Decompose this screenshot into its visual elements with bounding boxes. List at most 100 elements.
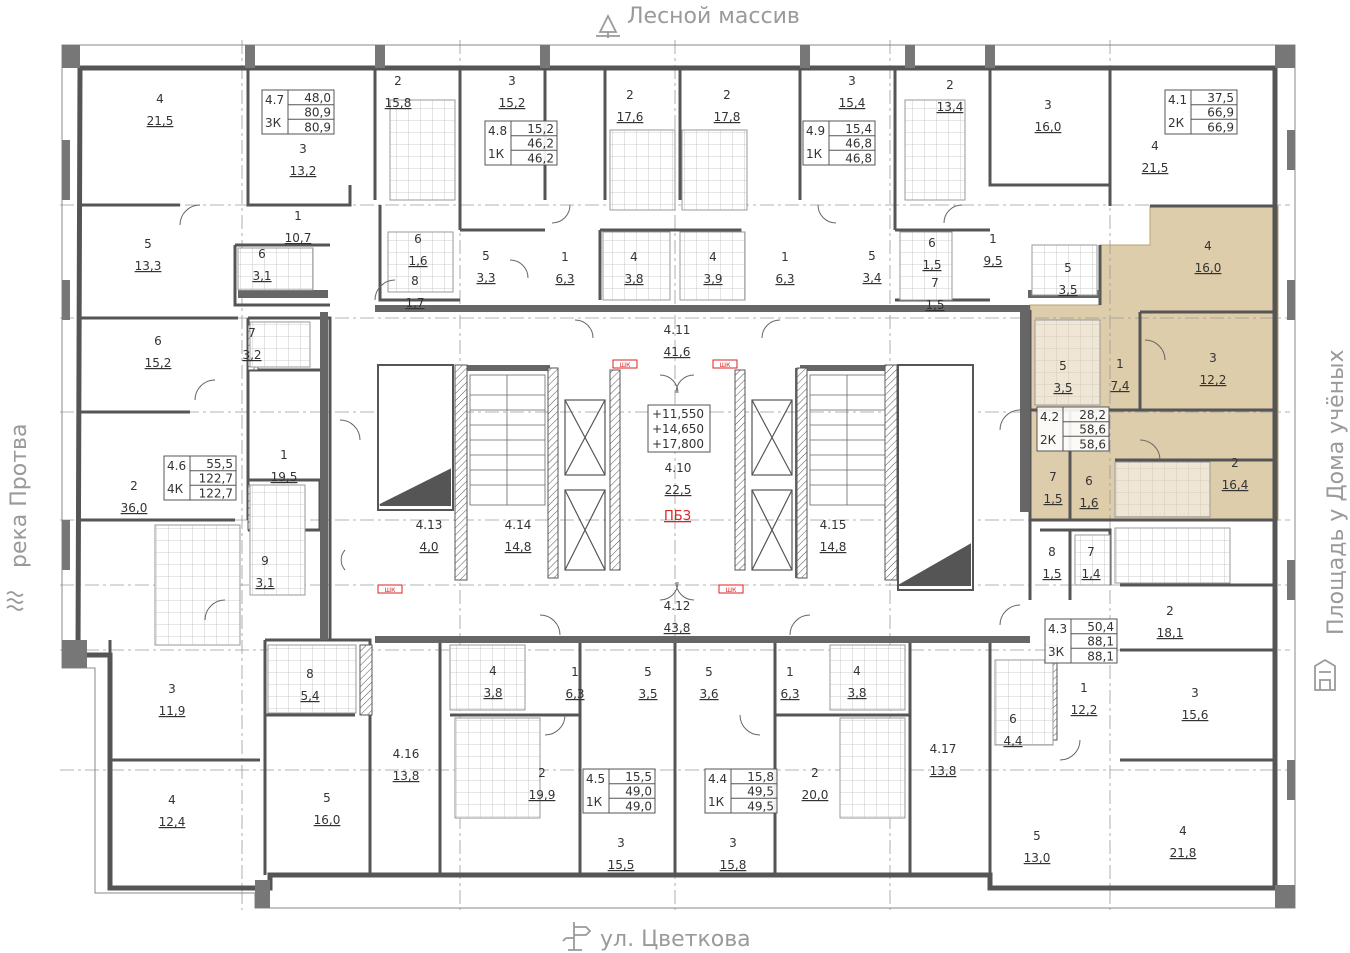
room-label: 64,4: [1003, 712, 1022, 748]
room-number: 7: [248, 326, 256, 340]
room-area: 4,0: [419, 540, 438, 554]
room-label: 61,6: [408, 232, 427, 268]
room-area: 1,5: [922, 258, 941, 272]
outer-walls: [75, 65, 1278, 891]
room-label: 43,8: [624, 250, 643, 286]
room-label: 93,1: [255, 554, 274, 590]
room-label: 53,3: [476, 249, 495, 285]
doors: [179, 204, 1166, 761]
apartment-area: 49,5: [747, 799, 774, 813]
room-number: 7: [1049, 470, 1057, 484]
apartment-area: 66,9: [1207, 106, 1234, 120]
room-label: 53,6: [699, 665, 718, 701]
fire-cabinet-label: ШК: [620, 362, 631, 369]
room-area: 15,8: [385, 96, 412, 110]
apartment-number: 4.5: [586, 772, 605, 786]
room-area: 15,2: [145, 356, 172, 370]
room-area: 3,3: [476, 271, 495, 285]
apartment-type: 1К: [488, 147, 505, 161]
apartment-area: 80,9: [304, 106, 331, 120]
room-area: 20,0: [802, 788, 829, 802]
room-label: 61,6: [1079, 474, 1098, 510]
room-area: 16,0: [314, 813, 341, 827]
room-label: 63,1: [252, 247, 271, 283]
room-label: 316,0: [1035, 98, 1062, 134]
apartment-number: 4.8: [488, 124, 507, 138]
room-number: 3: [168, 682, 176, 696]
room-area: 36,0: [121, 501, 148, 515]
room-area: 19,5: [271, 470, 298, 484]
room-number: 2: [394, 74, 402, 88]
room-label: 220,0: [802, 766, 829, 802]
east-label: Площадь у Дома учёных: [1324, 350, 1349, 636]
room-label: 312,2: [1200, 351, 1227, 387]
room-number: 4: [156, 92, 164, 106]
room-area: 21,5: [147, 114, 174, 128]
room-area: 16,4: [1222, 478, 1249, 492]
room-number: 3: [299, 142, 307, 156]
room-labels: 421,5313,2215,8315,2217,6217,8315,4213,4…: [121, 74, 1249, 872]
room-number: 5: [705, 665, 713, 679]
room-number: 6: [154, 334, 162, 348]
room-label: 513,3: [135, 237, 162, 273]
room-area: 3,5: [1053, 381, 1072, 395]
room-number: 3: [848, 74, 856, 88]
room-area: 3,5: [638, 687, 657, 701]
room-area: 1,6: [1079, 496, 1098, 510]
building-icon: [1314, 658, 1336, 691]
room-label: 71,5: [1043, 470, 1062, 506]
apartment-number: 4.2: [1040, 410, 1059, 424]
room-area: 12,2: [1071, 703, 1098, 717]
apartment-type: 2К: [1040, 433, 1057, 447]
room-number: 6: [928, 236, 936, 250]
apartment-area: 80,9: [304, 120, 331, 134]
room-area: 13,8: [930, 764, 957, 778]
apartment-area: 88,1: [1087, 649, 1114, 663]
apartment-number: 4.1: [1168, 93, 1187, 107]
room-label: 16,3: [555, 250, 574, 286]
apartment-area: 15,2: [527, 122, 554, 136]
room-area: 7,4: [1110, 379, 1129, 393]
elevators: [564, 399, 793, 571]
room-label: 217,6: [617, 88, 644, 124]
apartment-type: 1К: [586, 795, 603, 809]
room-number: 4: [630, 250, 638, 264]
west-label: река Протва: [7, 424, 32, 569]
room-area: 16,0: [1035, 120, 1062, 134]
hatched-walls: [247, 324, 1058, 741]
room-label: 16,3: [565, 665, 584, 701]
room-label: 615,2: [145, 334, 172, 370]
room-area: 15,8: [720, 858, 747, 872]
room-number: 2: [1231, 456, 1239, 470]
room-number: 4.11: [664, 323, 691, 337]
room-number: 5: [1064, 261, 1072, 275]
apartment-area: 46,8: [845, 137, 872, 151]
room-number: 4: [1204, 239, 1212, 253]
room-area: 22,5: [665, 483, 692, 497]
elevation-2: +14,650: [652, 422, 704, 436]
room-area: 1,5: [1043, 492, 1062, 506]
apartment-number: 4.9: [806, 124, 825, 138]
room-label: 112,2: [1071, 681, 1098, 717]
room-area: 3,1: [255, 576, 274, 590]
apartment-number: 4.4: [708, 772, 727, 786]
room-number: 1: [294, 209, 302, 223]
apartment-area: 49,5: [747, 785, 774, 799]
room-area: 17,8: [714, 110, 741, 124]
room-number: 8: [1048, 545, 1056, 559]
room-number: 4: [853, 664, 861, 678]
fire-cabinets: [377, 359, 744, 594]
room-number: 1: [561, 250, 569, 264]
room-number: 4: [489, 664, 497, 678]
room-area: 13,0: [1024, 851, 1051, 865]
